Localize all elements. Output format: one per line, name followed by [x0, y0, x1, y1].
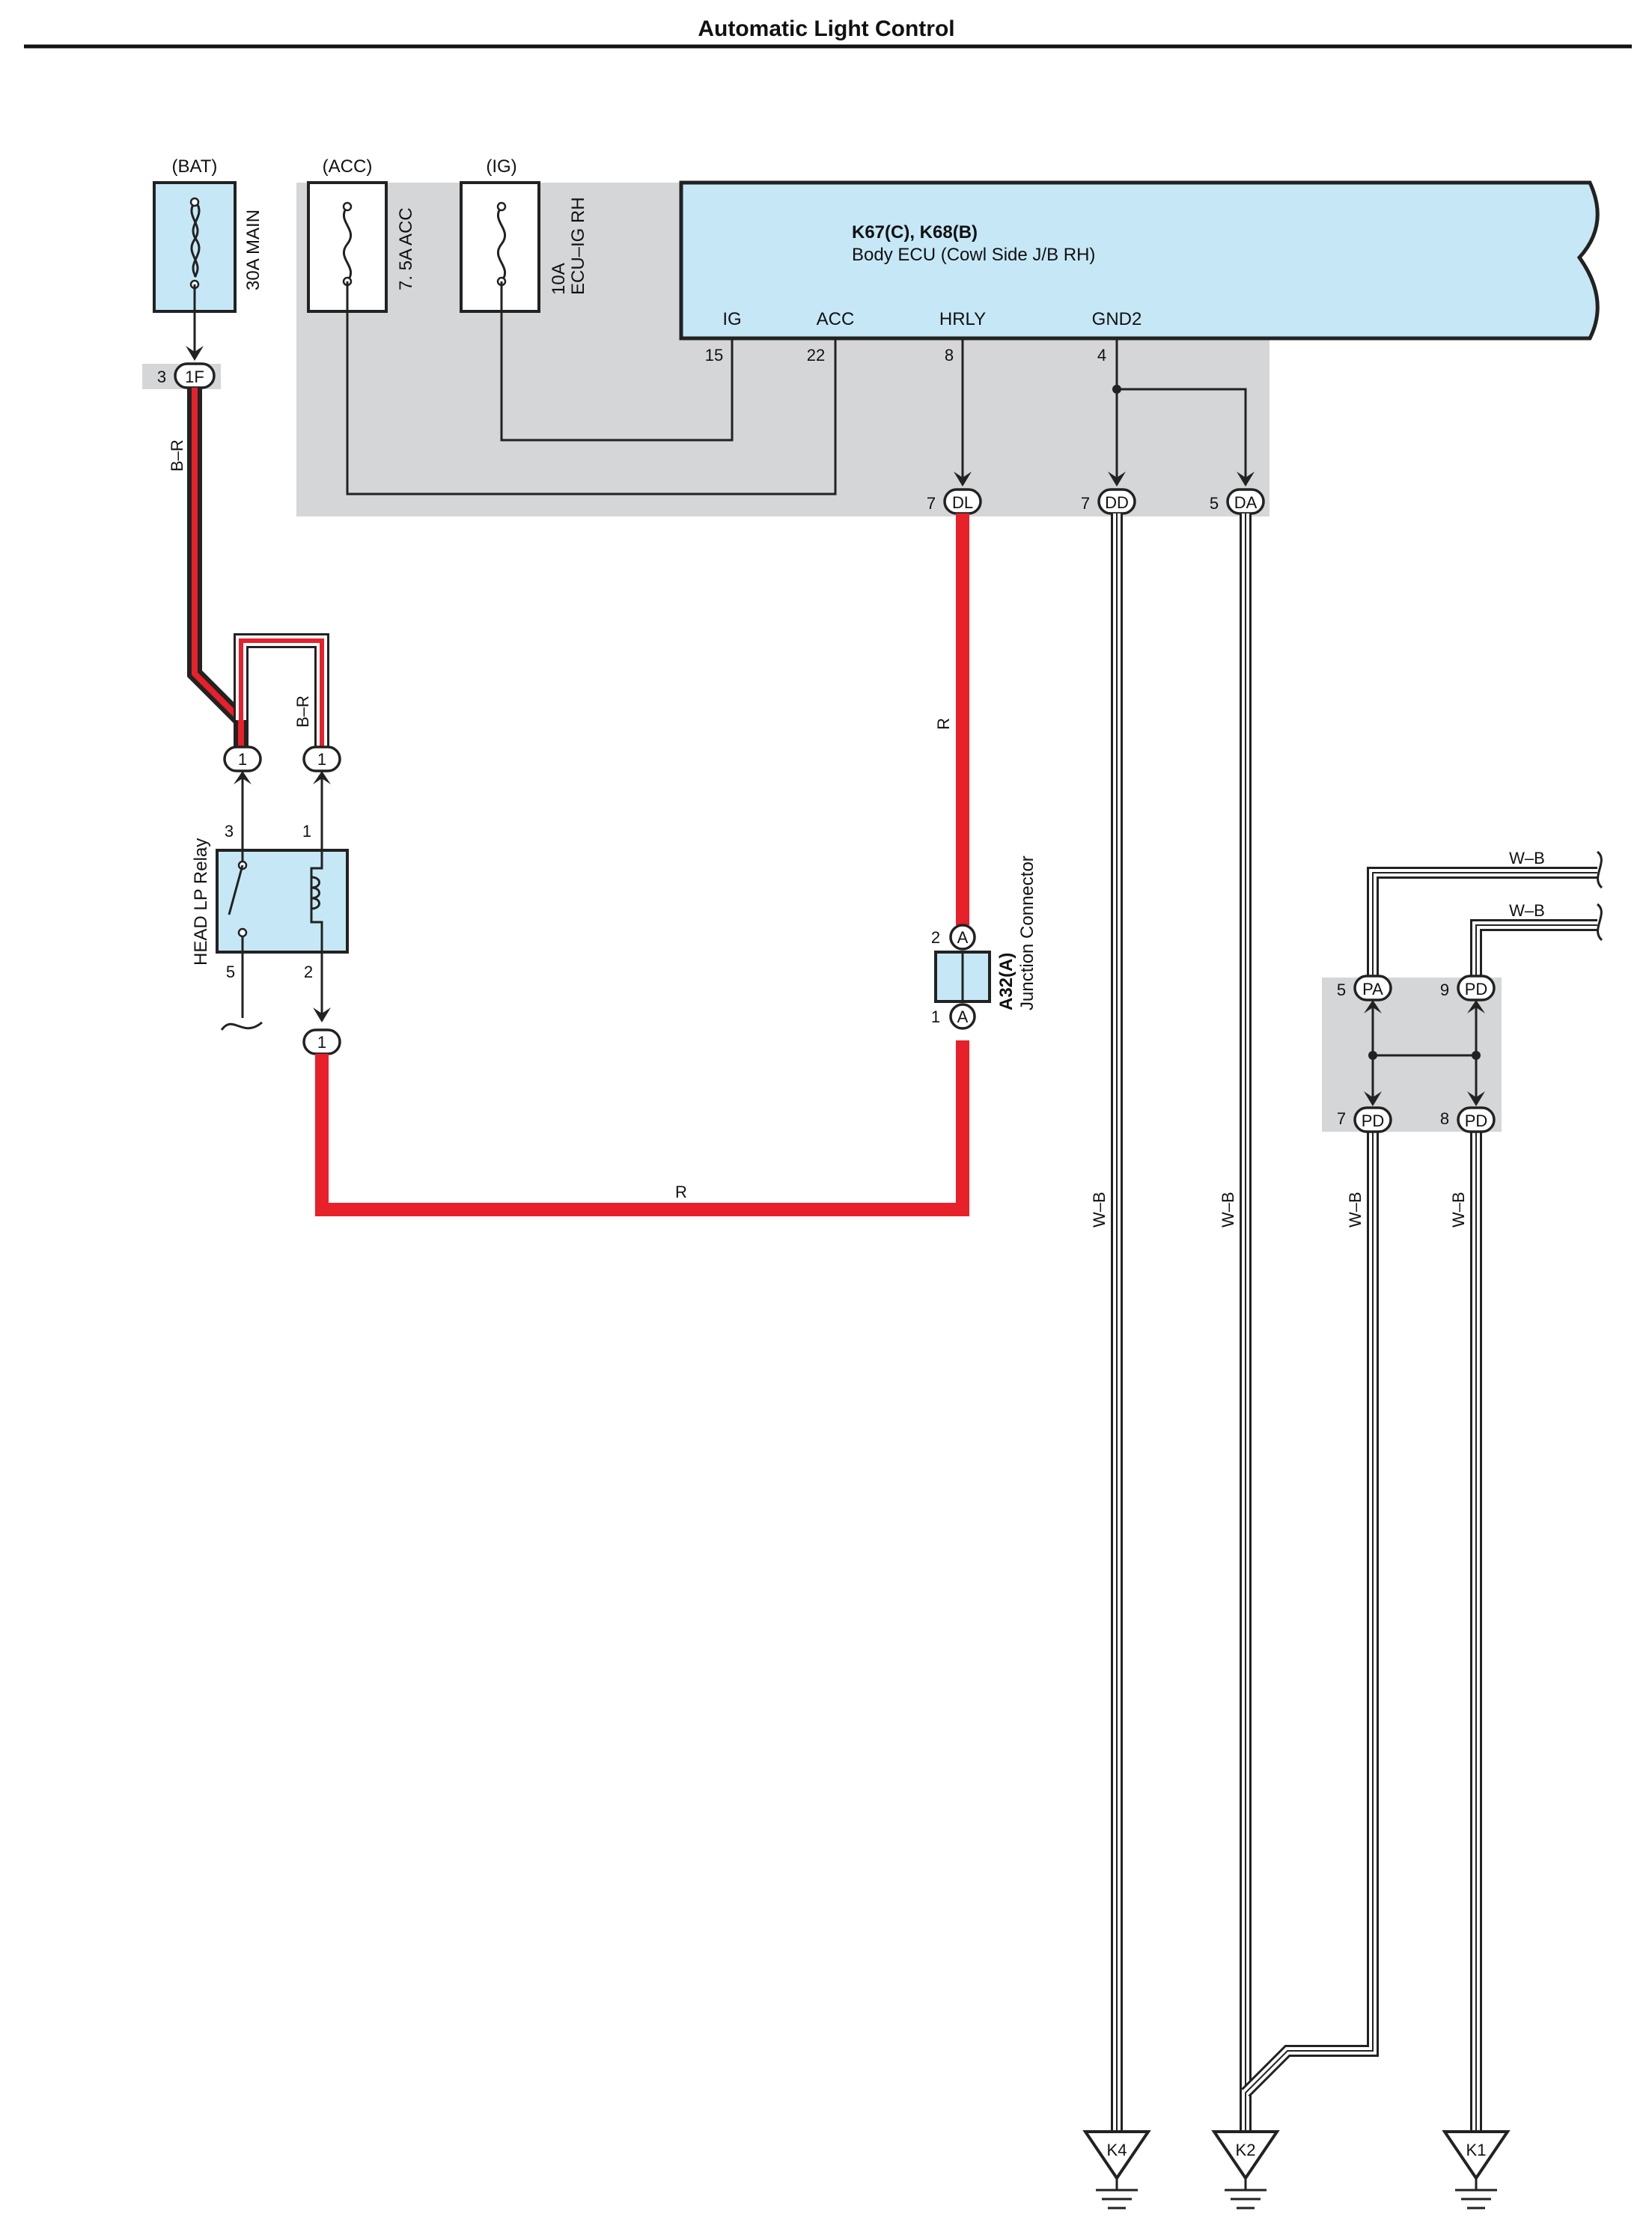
connector-1f-id: 1F	[185, 368, 204, 386]
relay-pin-1: 1	[302, 822, 311, 841]
ground-k2-label: K2	[1236, 2141, 1256, 2159]
connector-pd7-id: PD	[1362, 1112, 1385, 1130]
connector-pa-id: PA	[1362, 980, 1383, 998]
connector-relay-in-left-id: 1	[238, 750, 247, 769]
connector-pd9-pin: 9	[1440, 981, 1449, 999]
arrow-dd	[1108, 472, 1126, 487]
ecu-code: K67(C), K68(B)	[852, 222, 978, 243]
ground-k2: K2	[1211, 2130, 1280, 2210]
ground-k4: K4	[1082, 2130, 1151, 2210]
splice-gnd2	[1112, 385, 1121, 394]
wire-wb-pd7-to-k2	[1241, 1132, 1379, 2097]
fuse-bat-source: (BAT)	[172, 156, 218, 177]
ecu-pin-22: 22	[807, 346, 825, 365]
wire-br-main	[187, 388, 329, 748]
connector-pd7-pin: 7	[1337, 1109, 1346, 1128]
wire-label-wb-top-1: W–B	[1509, 849, 1545, 867]
continuation-mark-relay-pin5	[220, 1021, 263, 1031]
connector-pd8-id: PD	[1465, 1112, 1488, 1130]
connector-relay-in-right-id: 1	[317, 750, 326, 769]
junction-letter-bottom: A	[957, 1007, 969, 1026]
fuse-bat-rating: 30A MAIN	[243, 210, 263, 290]
ecu-terminal-gnd2: GND2	[1092, 309, 1142, 329]
fuse-ig-source: (IG)	[486, 156, 516, 177]
ground-k1: K1	[1442, 2130, 1511, 2210]
connector-da-pin: 5	[1210, 494, 1219, 513]
wire-label-wb-top-2: W–B	[1509, 901, 1545, 920]
wire-label-r-vertical: R	[934, 718, 953, 730]
fuse-bat: (BAT) 30A MAIN	[153, 156, 263, 313]
junction-connector-a32: 2 A A 1 A32(A) Junction Connector	[931, 856, 1037, 1030]
continuation-mark-wb-2	[1596, 903, 1603, 942]
wire-ig-fuse-to-ecu	[500, 281, 734, 442]
connector-1f: 3 1F	[157, 362, 216, 389]
ecu-pin-15: 15	[705, 346, 723, 365]
fuse-acc-source: (ACC)	[323, 156, 373, 177]
body-ecu: K67(C), K68(B) Body ECU (Cowl Side J/B R…	[679, 180, 1600, 365]
connector-pa-pin: 5	[1337, 981, 1346, 999]
wire-label-wb-3: W–B	[1346, 1192, 1365, 1228]
fuse-ig-rating-line1: 10A	[549, 263, 569, 295]
fuse-acc-rating: 7. 5A ACC	[396, 207, 416, 290]
fuse-acc: (ACC) 7. 5A ACC	[307, 156, 416, 313]
wire-r-relay-to-junction	[315, 1040, 969, 1216]
ground-k4-label: K4	[1107, 2141, 1127, 2159]
ecu-terminal-acc: ACC	[817, 309, 855, 329]
wire-label-wb-2: W–B	[1219, 1192, 1237, 1228]
relay-pin-5: 5	[226, 963, 235, 981]
relay-pin-2: 2	[304, 963, 313, 981]
wire-wb-incoming-pa	[1367, 867, 1597, 978]
connector-pd9-id: PD	[1465, 980, 1488, 998]
relay-pin-3: 3	[225, 822, 234, 841]
relay-name: HEAD LP Relay	[191, 838, 211, 966]
ground-k1-label: K1	[1466, 2141, 1487, 2159]
junction-letter-top: A	[957, 928, 969, 947]
wire-acc-fuse-to-ecu	[346, 281, 837, 495]
connector-relay-in-left: 1	[223, 745, 262, 772]
arrow-dl	[954, 472, 972, 487]
wire-label-wb-4: W–B	[1449, 1192, 1468, 1228]
junction-pin-bottom: 1	[931, 1007, 940, 1026]
connector-relay-out: 1	[302, 1028, 341, 1055]
wire-label-br-1: B–R	[168, 439, 186, 472]
junction-pin-top: 2	[931, 928, 940, 947]
arrow-1f	[186, 346, 204, 361]
continuation-mark-wb-1	[1596, 850, 1603, 889]
connector-dd-id: DD	[1105, 493, 1129, 512]
connector-pd8-pin: 8	[1440, 1109, 1449, 1128]
fuse-ig: (IG) 10A ECU–IG RH	[460, 156, 588, 313]
arrow-da	[1237, 472, 1255, 487]
ecu-name: Body ECU (Cowl Side J/B RH)	[852, 245, 1095, 265]
wire-wb-incoming-pd9	[1470, 919, 1597, 978]
connector-pa: 5 PA	[1337, 975, 1392, 1001]
connector-pd7: 7 PD	[1337, 1106, 1392, 1133]
connector-dl-pin: 7	[927, 494, 936, 513]
ecu-terminal-hrly: HRLY	[939, 309, 986, 329]
head-lp-relay: HEAD LP Relay 3 1 5 2	[191, 822, 349, 981]
connector-dl: 7 DL	[927, 488, 982, 515]
connector-relay-out-id: 1	[317, 1033, 326, 1052]
fuse-ig-rating-line2: ECU–IG RH	[568, 197, 588, 295]
ecu-pin-8: 8	[945, 346, 954, 365]
connector-relay-in-right: 1	[302, 745, 341, 772]
junction-name: Junction Connector	[1017, 856, 1037, 1010]
page-title: Automatic Light Control	[698, 16, 954, 41]
connector-dd-pin: 7	[1081, 494, 1090, 513]
wire-label-wb-1: W–B	[1090, 1192, 1109, 1228]
wire-label-r-horizontal: R	[675, 1183, 687, 1201]
connector-1f-pin: 3	[157, 368, 166, 386]
junction-code: A32(A)	[996, 953, 1017, 1010]
wire-label-br-2: B–R	[293, 695, 312, 728]
ecu-pin-4: 4	[1097, 346, 1106, 365]
ecu-terminal-ig: IG	[722, 309, 741, 329]
wire-gnd2-branch	[1117, 388, 1247, 479]
connector-pd8: 8 PD	[1440, 1106, 1496, 1133]
connector-da-id: DA	[1234, 493, 1258, 512]
connector-dl-id: DL	[952, 493, 973, 512]
